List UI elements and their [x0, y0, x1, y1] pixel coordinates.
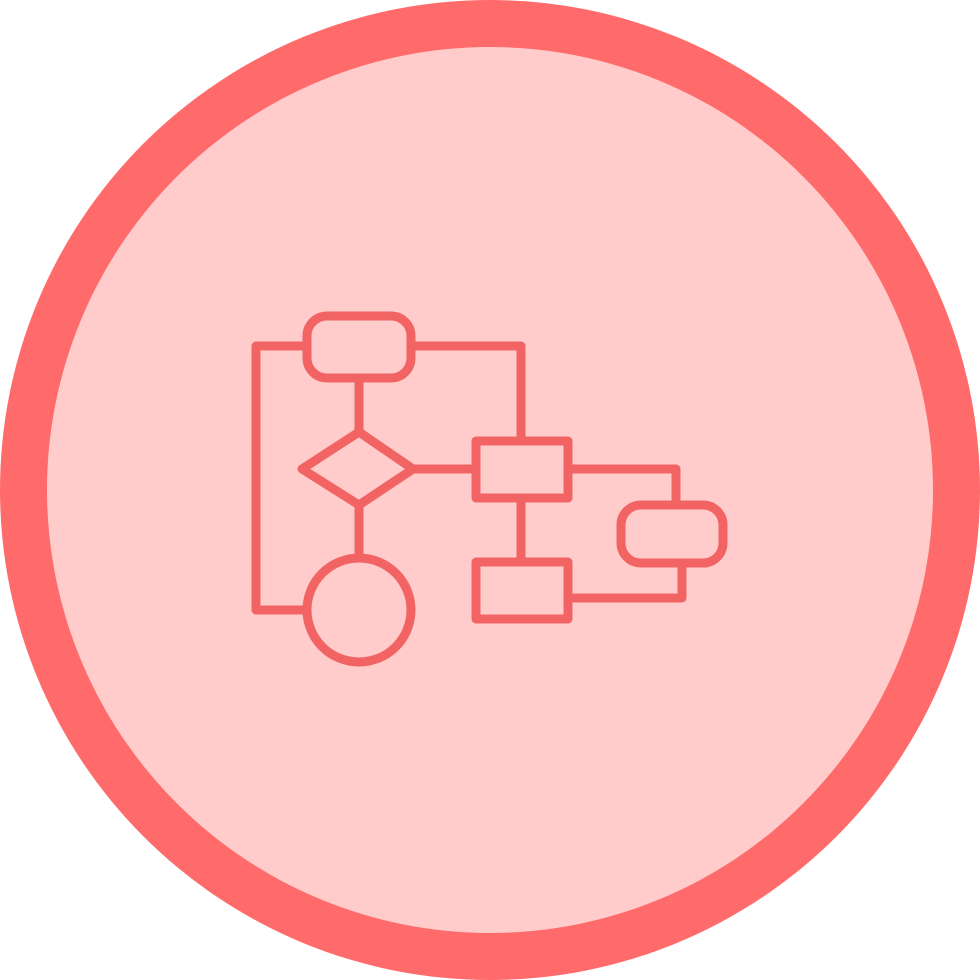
process-box-bottom	[471, 557, 573, 624]
flowchart-glyph	[251, 311, 728, 667]
bottom-to-terminator-connector	[563, 558, 687, 603]
side-terminator-shape	[616, 500, 728, 568]
left-loop-connector	[251, 341, 312, 615]
top-right-connector	[406, 341, 526, 446]
badge-fill	[47, 47, 933, 933]
process-to-terminator-connector	[563, 464, 681, 510]
end-connector-circle	[302, 553, 416, 667]
